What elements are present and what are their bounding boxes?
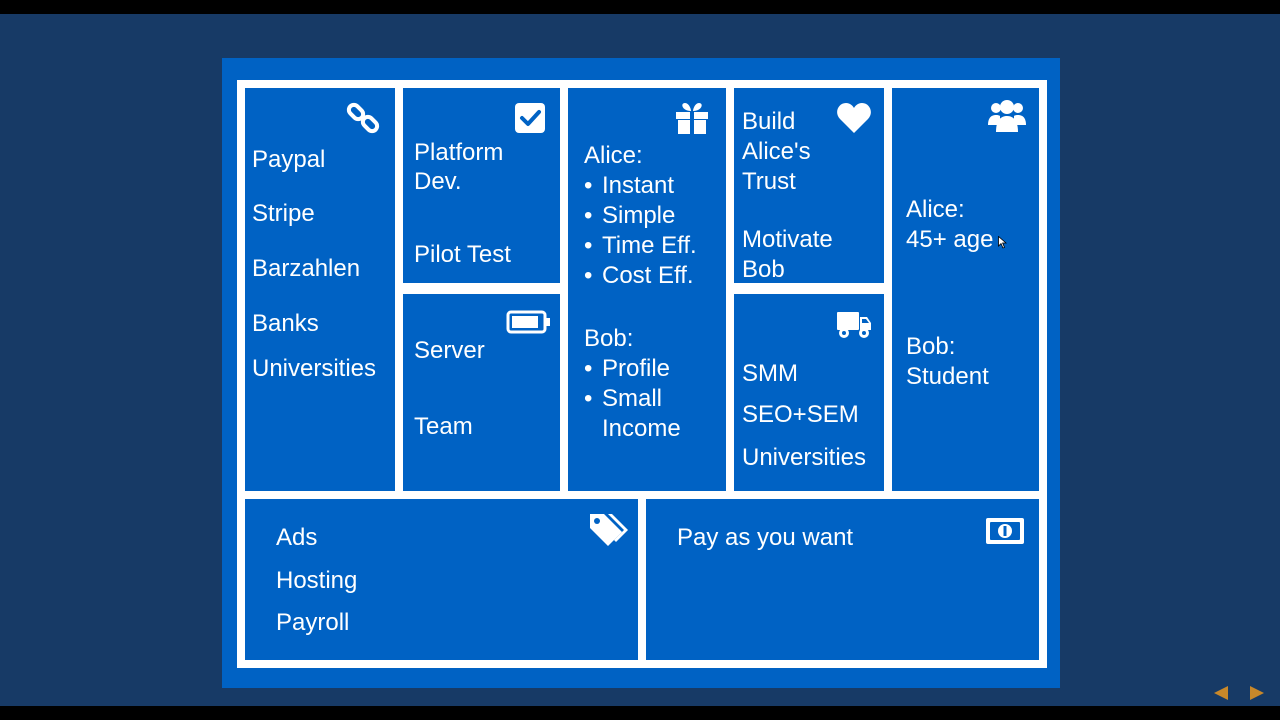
bob-heading: Bob: bbox=[584, 325, 634, 352]
prev-slide-button[interactable] bbox=[1214, 686, 1228, 700]
customer-relationships-cell: Build Alice's Trust Motivate Bob bbox=[734, 88, 884, 283]
customer-segments-cell: Alice: 45+ age Bob: Student bbox=[892, 88, 1039, 491]
bullet-continuation: Income bbox=[602, 415, 681, 442]
segment-line: Bob: bbox=[906, 333, 956, 360]
checkbox-icon bbox=[512, 100, 548, 136]
bullet-item: •Profile bbox=[584, 355, 671, 382]
alice-heading: Alice: bbox=[584, 142, 643, 169]
mouse-cursor-icon bbox=[998, 235, 1008, 254]
users-icon bbox=[987, 98, 1027, 134]
bullet-item: •Cost Eff. bbox=[584, 262, 694, 289]
segment-line: 45+ age bbox=[906, 226, 994, 253]
battery-icon bbox=[506, 304, 552, 340]
partner-item: Stripe bbox=[252, 200, 315, 227]
cost-item: Hosting bbox=[276, 567, 358, 594]
partner-item: Paypal bbox=[252, 146, 326, 173]
cost-structure-cell: Ads Hosting Payroll bbox=[245, 499, 638, 660]
relationship-line: Motivate bbox=[742, 226, 833, 253]
cost-item: Ads bbox=[276, 524, 318, 551]
relationship-line: Build bbox=[742, 108, 796, 135]
money-icon bbox=[985, 513, 1025, 549]
partner-item: Barzahlen bbox=[252, 255, 361, 282]
segment-line: Student bbox=[906, 363, 989, 390]
bullet-item: •Small bbox=[584, 385, 663, 412]
resource-item: Team bbox=[414, 413, 473, 440]
slide-navigation bbox=[1214, 686, 1264, 700]
channels-cell: SMM SEO+SEM Universities bbox=[734, 294, 884, 491]
relationship-line: Trust bbox=[742, 168, 796, 195]
channel-item: SEO+SEM bbox=[742, 401, 859, 428]
cost-item: Payroll bbox=[276, 609, 350, 636]
activity-line: Pilot Test bbox=[414, 241, 511, 268]
key-resources-cell: Server Team bbox=[403, 294, 560, 491]
key-partners-cell: Paypal Stripe Barzahlen Banks Universiti… bbox=[245, 88, 395, 491]
link-icon bbox=[345, 100, 381, 136]
heart-icon bbox=[836, 100, 872, 136]
key-activities-cell: Platform Dev. Pilot Test bbox=[403, 88, 560, 283]
segment-line: Alice: bbox=[906, 196, 965, 223]
truck-icon bbox=[836, 306, 872, 342]
bullet-item: •Time Eff. bbox=[584, 232, 697, 259]
relationship-line: Alice's bbox=[742, 138, 811, 165]
channel-item: Universities bbox=[742, 444, 867, 471]
bullet-item: •Instant bbox=[584, 172, 675, 199]
next-slide-button[interactable] bbox=[1250, 686, 1264, 700]
activity-line: Platform bbox=[414, 139, 504, 166]
tags-icon bbox=[588, 511, 628, 547]
resource-item: Server bbox=[414, 337, 485, 364]
value-propositions-cell: Alice: •Instant •Simple •Time Eff. •Cost… bbox=[568, 88, 726, 491]
revenue-item: Pay as you want bbox=[677, 524, 854, 551]
relationship-line: Bob bbox=[742, 256, 785, 283]
channel-item: SMM bbox=[742, 360, 798, 387]
bullet-item: •Simple bbox=[584, 202, 676, 229]
partner-item: Universities bbox=[252, 355, 377, 382]
partner-item: Banks bbox=[252, 310, 319, 337]
gift-icon bbox=[674, 100, 710, 136]
business-model-canvas: Paypal Stripe Barzahlen Banks Universiti… bbox=[237, 80, 1047, 668]
activity-line: Dev. bbox=[414, 168, 462, 195]
revenue-streams-cell: Pay as you want bbox=[646, 499, 1039, 660]
